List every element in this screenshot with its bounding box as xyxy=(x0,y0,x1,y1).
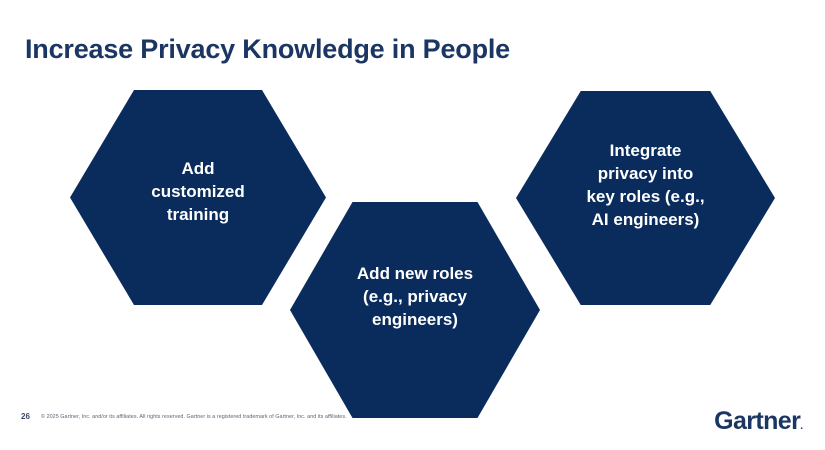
page-title: Increase Privacy Knowledge in People xyxy=(25,34,510,65)
slide-footer: 26 © 2025 Gartner, Inc. and/or its affil… xyxy=(0,404,825,450)
registered-trademark-icon: . xyxy=(800,421,803,432)
hexagon-shape-3[interactable]: Integrate privacy into key roles (e.g., … xyxy=(516,91,775,305)
hexagon-shape-2[interactable]: Add new roles (e.g., privacy engineers) xyxy=(290,202,540,418)
hexagon-shape-1[interactable]: Add customized training xyxy=(70,90,326,305)
hexagon-label-2: Add new roles (e.g., privacy engineers) xyxy=(356,263,474,329)
hexagon-label-3: Integrate privacy into key roles (e.g., … xyxy=(586,141,705,229)
gartner-logo-text: Gartner xyxy=(714,407,801,435)
page-number: 26 xyxy=(21,412,30,421)
gartner-logo: Gartner. xyxy=(714,406,803,442)
hexagon-label-1: Add customized training xyxy=(151,159,245,224)
copyright-notice: © 2025 Gartner, Inc. and/or its affiliat… xyxy=(41,414,347,420)
